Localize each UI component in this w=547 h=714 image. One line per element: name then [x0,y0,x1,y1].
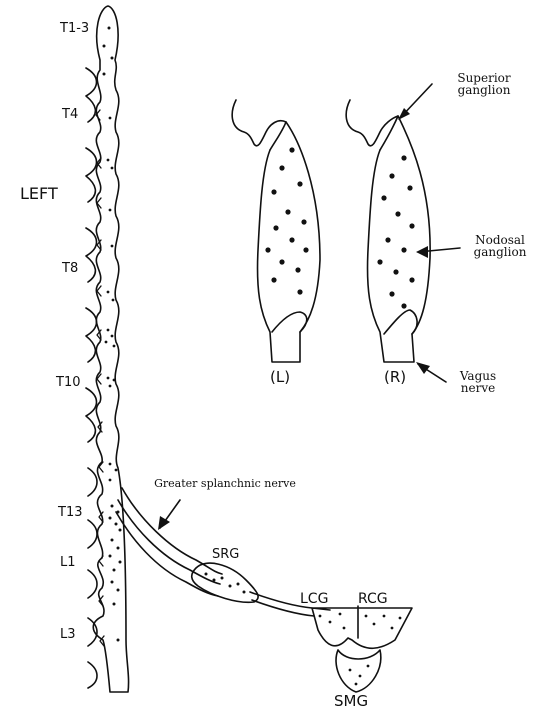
segment-label-l1: L1 [60,556,76,569]
smg-label: SMG [334,694,368,709]
rcg-label: RCG [358,592,388,606]
right-vagal-label: (R) [384,370,406,385]
srg-ganglion [192,563,258,602]
lcg-label: LCG [300,592,328,606]
segment-label-t4: T4 [62,108,78,121]
segment-label-t8: T8 [62,262,78,275]
superior-ganglion-label: Superior ganglion [446,72,522,96]
vagus-nerve-label: Vagus nerve [448,370,508,394]
greater-splanchnic-nerve-label: Greater splanchnic nerve [150,478,300,489]
nodose-ganglion-label: Nodosal ganglion [462,234,538,258]
rami-edge [86,68,97,688]
greater-splanchnic-nerve [116,488,222,596]
segment-label-t10: T10 [56,376,80,389]
splanchnic-arrowhead [158,516,170,530]
coeliac-complex [312,606,412,692]
side-label-left: LEFT [20,186,58,202]
sympathetic-chain-outline [93,6,128,692]
segment-label-t13: T13 [58,506,82,519]
nodose-ganglion-arrowhead [416,246,428,258]
segment-label-t1-3: T1-3 [60,22,89,35]
labeled-cell-dots [103,27,415,686]
segment-label-l3: L3 [60,628,76,641]
srg-label: SRG [212,548,239,561]
vagus-nerve-arrowhead [416,362,430,374]
left-vagal-label: (L) [270,370,290,385]
